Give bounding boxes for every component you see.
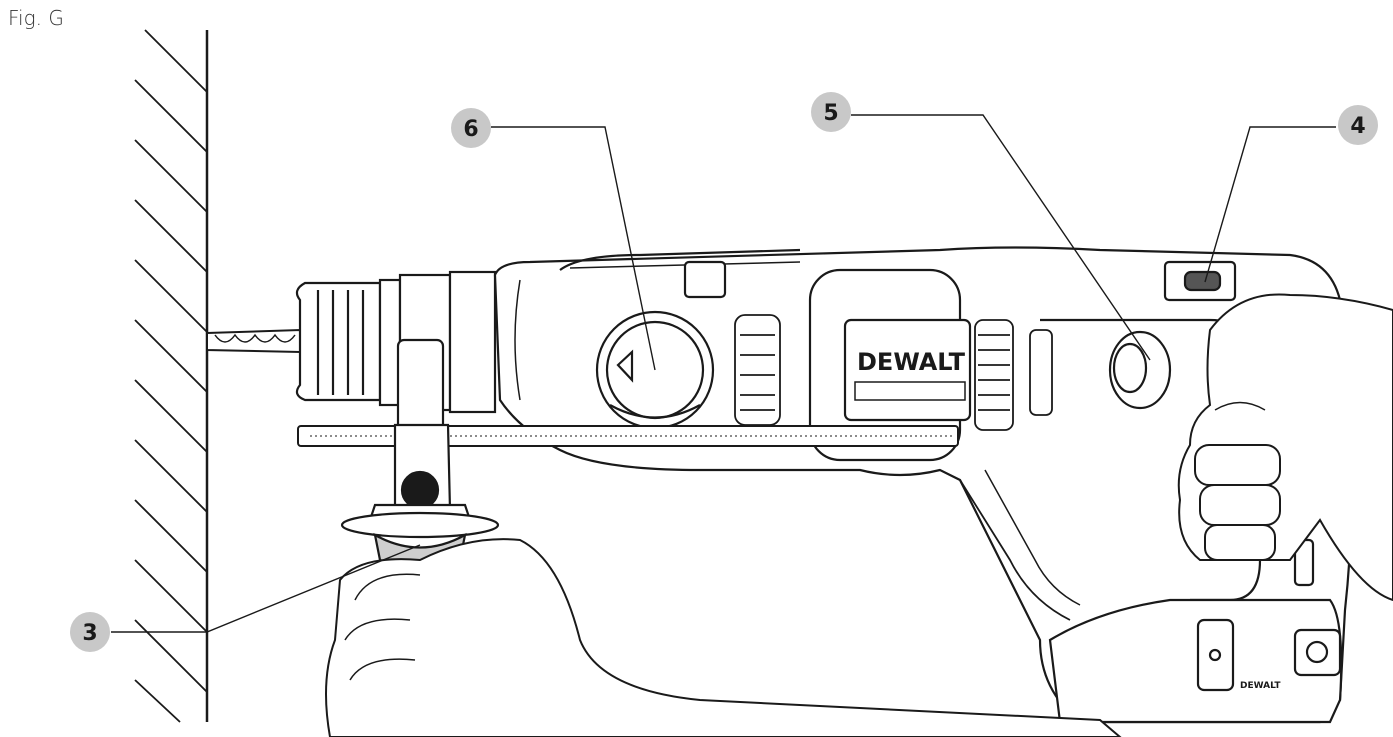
leader-line-4 [1204,126,1336,283]
depth-rod [297,425,959,447]
drill-bit [206,328,301,354]
callout-3-label: 3 [82,621,97,646]
leader-line-3 [111,544,421,633]
vent-slots [734,314,1053,431]
callout-3: 3 [70,612,110,652]
leader-line-6 [491,126,656,371]
chuck [295,270,497,414]
figure-label: Fig. G [8,6,64,30]
leader-line-5 [851,114,1151,361]
leader-lines [111,114,1336,633]
battery-brand-logo: DEWALT [1240,681,1281,691]
brand-logo: DEWALT [857,348,966,376]
callout-5-label: 5 [823,101,838,126]
callout-6-label: 6 [463,117,478,142]
callout-4-label: 4 [1350,114,1365,139]
callout-5: 5 [811,92,851,132]
hands [325,293,1393,737]
wall-hatching [134,29,208,723]
wall [134,29,209,723]
callout-6: 6 [451,108,491,148]
callout-4: 4 [1338,105,1378,145]
side-handle [340,338,500,569]
